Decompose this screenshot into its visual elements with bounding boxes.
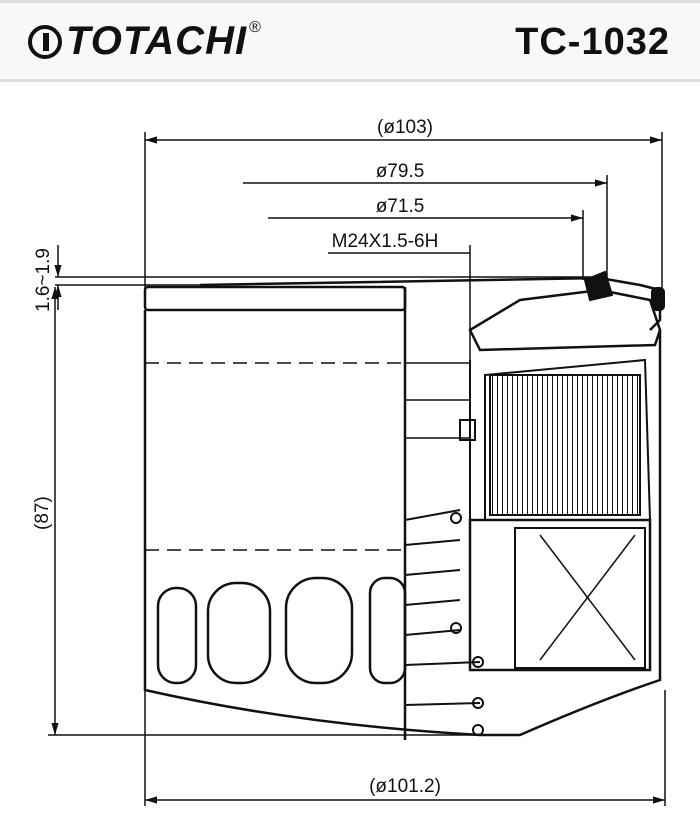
- svg-text:M24X1.5-6H: M24X1.5-6H: [332, 231, 439, 252]
- dim-height: (87): [32, 287, 480, 736]
- dim-outer-diameter: (ø103): [144, 117, 663, 290]
- svg-text:ø79.5: ø79.5: [376, 161, 425, 182]
- dim-gasket-outer: ø79.5: [243, 161, 608, 280]
- body-slots: [156, 576, 407, 685]
- dim-gasket-inner: ø71.5: [268, 196, 584, 280]
- brand-logo: TOTACHI ®: [28, 19, 262, 64]
- cross-section: [404, 270, 665, 736]
- registered-mark: ®: [249, 18, 262, 36]
- svg-text:ø71.5: ø71.5: [376, 196, 425, 217]
- dim-gasket-thickness: 1.6~1.9: [33, 245, 600, 312]
- svg-text:(ø103): (ø103): [377, 117, 433, 138]
- dim-thread: M24X1.5-6H: [328, 231, 471, 360]
- svg-text:1.6~1.9: 1.6~1.9: [33, 248, 54, 312]
- brand-name: TOTACHI: [66, 19, 248, 63]
- header-bar: TOTACHI ® TC-1032: [0, 0, 700, 82]
- svg-text:(87): (87): [32, 496, 53, 530]
- svg-text:(ø101.2): (ø101.2): [369, 776, 441, 797]
- dim-body-diameter: (ø101.2): [144, 690, 666, 806]
- logo-icon: [28, 24, 62, 59]
- part-number: TC-1032: [515, 21, 670, 63]
